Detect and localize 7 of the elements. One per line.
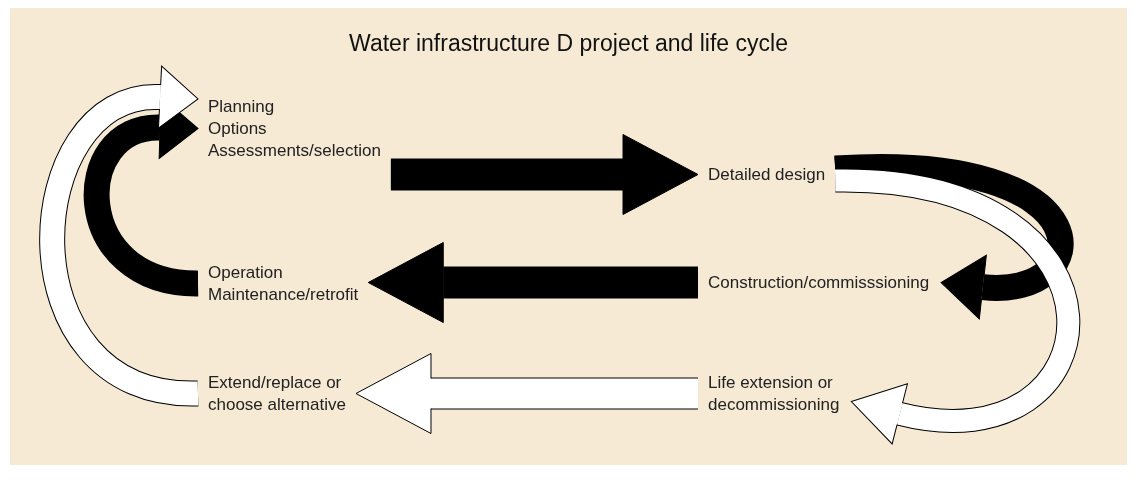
stage-label: Planning Options Assessments/selection bbox=[208, 96, 500, 162]
stage-label: Extend/replace or choose alternative bbox=[208, 372, 500, 416]
diagram-title: Water infrastructure D project and life cycle bbox=[349, 30, 788, 57]
stage-label: Detailed design bbox=[708, 164, 1018, 186]
stage-label: Life extension or decommissioning bbox=[708, 372, 1018, 416]
stage-label: Operation Maintenance/retrofit bbox=[208, 262, 500, 306]
stage-label: Construction/commisssioning bbox=[708, 272, 1018, 294]
